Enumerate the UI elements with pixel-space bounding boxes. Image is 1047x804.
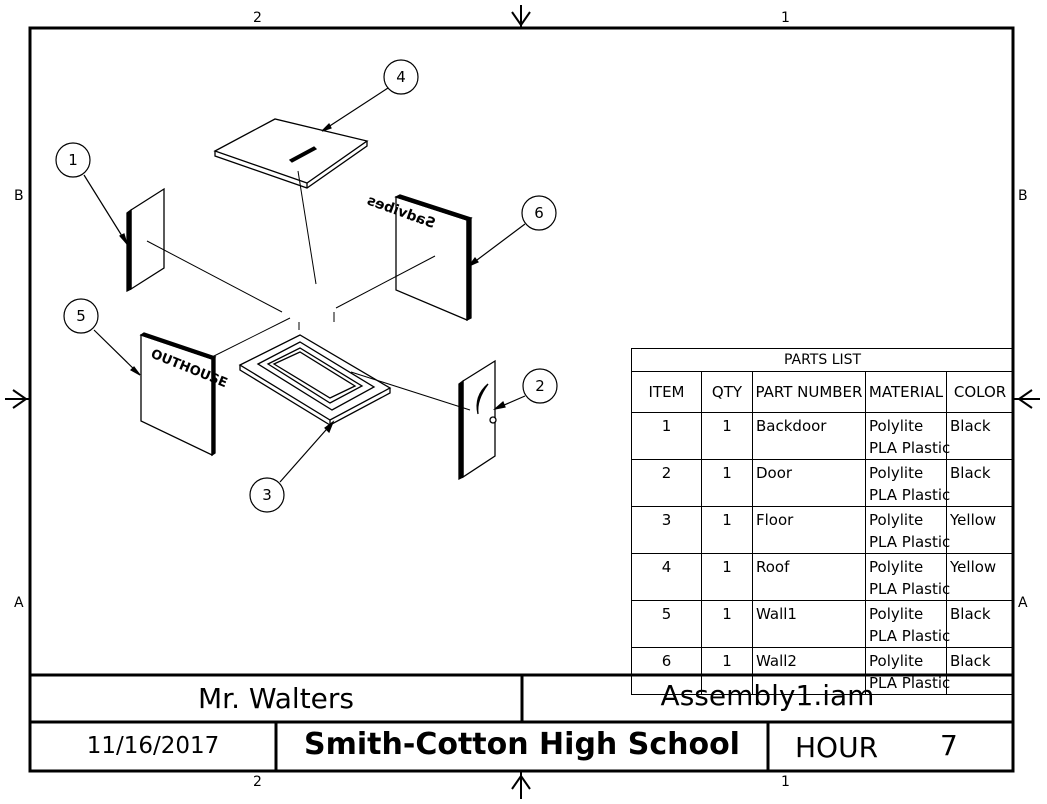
file-name: Assembly1.iam <box>660 679 875 712</box>
balloon-5-label: 5 <box>76 307 86 325</box>
cell-qty: 1 <box>701 506 753 554</box>
material-line-2: PLA Plastic <box>869 674 951 692</box>
material-line-2: PLA Plastic <box>869 486 951 504</box>
material-line-1: Polylite <box>869 417 924 435</box>
cell-part-number: Door <box>752 459 866 507</box>
cell-qty: 1 <box>701 553 753 601</box>
parts-list-title: PARTS LIST <box>630 348 1015 372</box>
part-floor <box>238 334 392 426</box>
zone-top-1: 1 <box>781 10 790 26</box>
cell-color: Black <box>945 600 1015 648</box>
balloon-4 <box>383 59 419 95</box>
balloon-6-label: 6 <box>534 204 544 222</box>
cell-item: 6 <box>631 647 702 695</box>
zone-top-2: 2 <box>253 10 262 26</box>
col-header-item: ITEM <box>631 371 702 413</box>
material-line-2: PLA Plastic <box>869 627 951 645</box>
col-header-color: COLOR <box>945 371 1015 413</box>
part-door <box>458 359 497 481</box>
cell-color: Black <box>945 459 1015 507</box>
cell-item: 1 <box>631 412 702 460</box>
cell-part-number: Backdoor <box>752 412 866 460</box>
zone-right-b: B <box>1018 188 1028 204</box>
part-backdoor <box>126 187 165 293</box>
material-line-1: Polylite <box>869 558 924 576</box>
balloon-2 <box>522 368 558 404</box>
part-wall1 <box>139 332 217 457</box>
col-header-material: MATERIAL <box>865 371 947 413</box>
balloon-6 <box>521 195 557 231</box>
cell-color: Yellow <box>945 506 1015 554</box>
designer-name: Mr. Walters <box>197 682 355 715</box>
cell-color: Black <box>945 647 1015 695</box>
cell-qty: 1 <box>701 459 753 507</box>
balloons: 1 2 3 4 5 6 <box>55 59 558 513</box>
cell-part-number: Wall2 <box>752 647 866 695</box>
zone-left-b: B <box>14 188 24 204</box>
cell-qty: 1 <box>701 600 753 648</box>
cell-item: 2 <box>631 459 702 507</box>
centering-marks <box>5 5 1040 799</box>
drawing-date: 11/16/2017 <box>86 733 220 759</box>
material-line-1: Polylite <box>869 605 924 623</box>
cell-part-number: Roof <box>752 553 866 601</box>
cell-color: Black <box>945 412 1015 460</box>
part-wall2 <box>394 194 473 322</box>
cell-part-number: Wall1 <box>752 600 866 648</box>
zone-bottom-2: 2 <box>253 774 262 790</box>
zone-bottom-1: 1 <box>781 774 790 790</box>
material-line-2: PLA Plastic <box>869 533 951 551</box>
balloon-3-label: 3 <box>262 486 272 504</box>
balloon-2-label: 2 <box>535 377 545 395</box>
hour-value: 7 <box>940 729 958 762</box>
balloon-4-label: 4 <box>396 68 406 86</box>
material-line-1: Polylite <box>869 652 924 670</box>
hour-label: HOUR <box>795 731 879 764</box>
material-line-2: PLA Plastic <box>869 580 951 598</box>
trail-lines <box>146 170 471 411</box>
school-name: Smith-Cotton High School <box>304 727 740 762</box>
balloon-1-label: 1 <box>68 151 78 169</box>
cell-color: Yellow <box>945 553 1015 601</box>
balloon-leaders <box>83 87 526 483</box>
parts-list-table: PARTS LIST ITEM QTY PART NUMBER MATERIAL… <box>630 348 1015 695</box>
material-line-1: Polylite <box>869 464 924 482</box>
cell-item: 3 <box>631 506 702 554</box>
balloon-1 <box>55 142 91 178</box>
balloon-5 <box>63 298 99 334</box>
zone-right-a: A <box>1018 595 1028 611</box>
zone-left-a: A <box>14 595 24 611</box>
balloon-3 <box>249 477 285 513</box>
cell-item: 5 <box>631 600 702 648</box>
cell-qty: 1 <box>701 647 753 695</box>
material-line-2: PLA Plastic <box>869 439 951 457</box>
cell-part-number: Floor <box>752 506 866 554</box>
cell-item: 4 <box>631 553 702 601</box>
cell-qty: 1 <box>701 412 753 460</box>
col-header-qty: QTY <box>701 371 753 413</box>
material-line-1: Polylite <box>869 511 924 529</box>
col-header-part-number: PART NUMBER <box>752 371 866 413</box>
part-roof <box>213 118 369 189</box>
